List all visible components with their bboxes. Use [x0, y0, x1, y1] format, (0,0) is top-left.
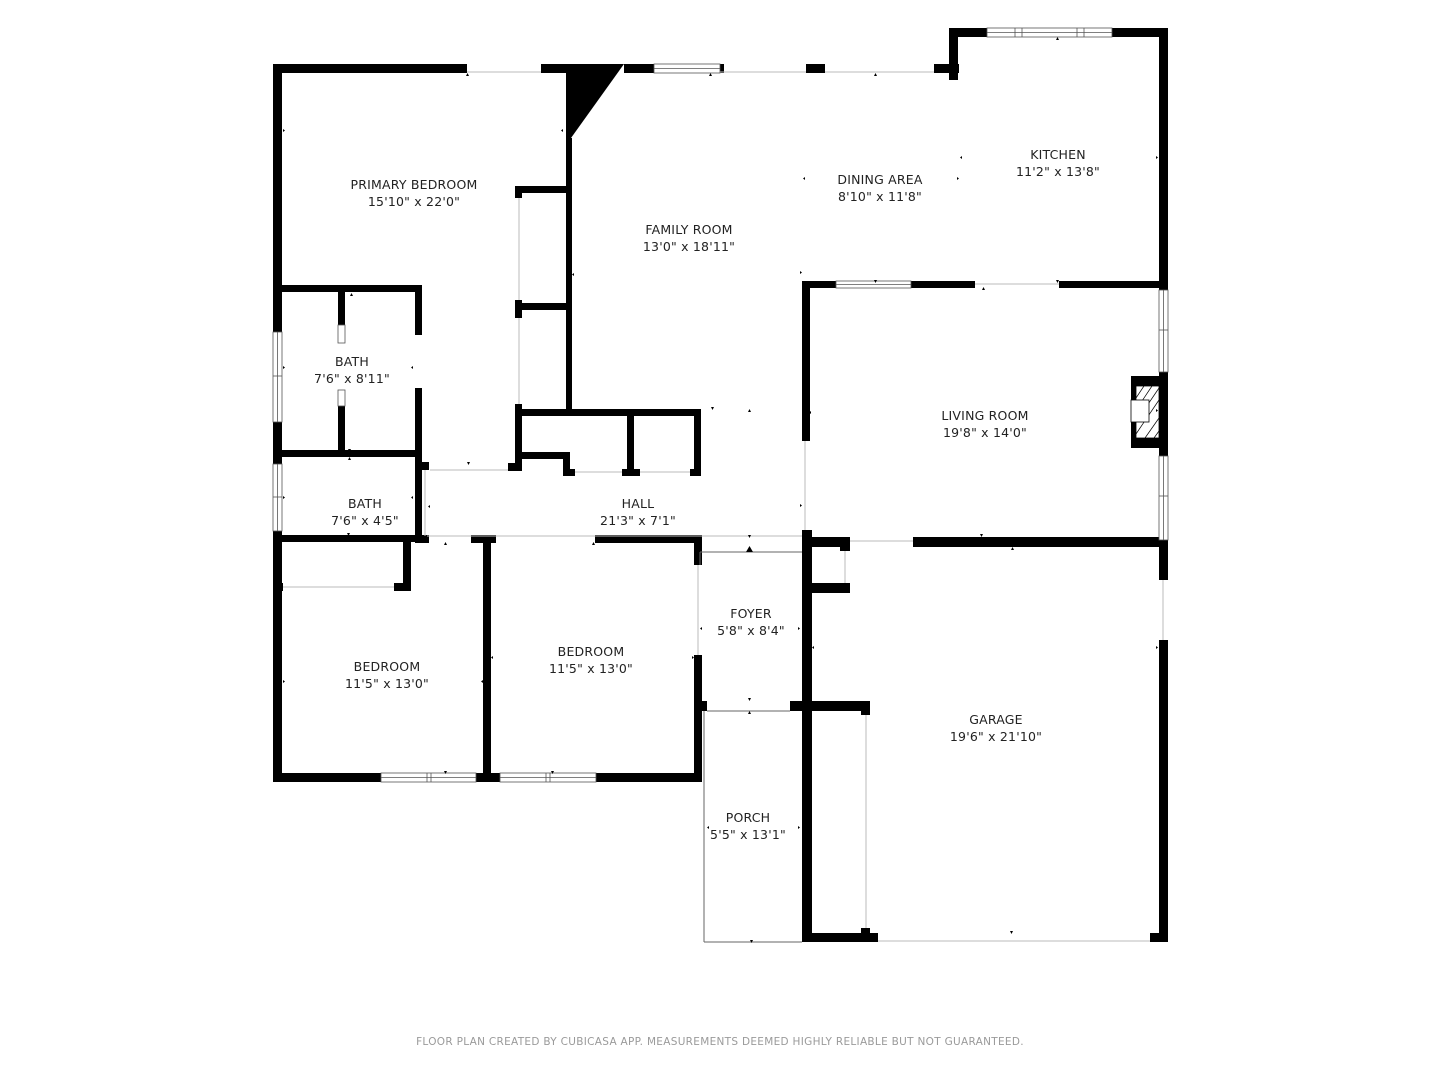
- room-dimensions: 19'6" x 21'10": [949, 729, 1043, 744]
- room-dimensions: 21'3" x 7'1": [600, 513, 676, 528]
- room-label-hall: HALL 21'3" x 7'1": [600, 495, 676, 529]
- room-name: PORCH: [725, 810, 771, 825]
- room-name: KITCHEN: [1030, 147, 1086, 162]
- openings: [283, 71, 1164, 942]
- walls: [273, 28, 1168, 942]
- room-dimensions: 5'5" x 13'1": [710, 827, 786, 842]
- room-name: BEDROOM: [557, 644, 625, 659]
- room-dimensions: 5'8" x 8'4": [717, 623, 785, 638]
- room-dimensions: 7'6" x 4'5": [331, 513, 399, 528]
- measurement-markers: [283, 37, 1158, 943]
- room-name: BATH: [334, 354, 369, 369]
- room-label-bedroom-right: BEDROOM 11'5" x 13'0": [549, 643, 633, 677]
- room-label-primary-bedroom: PRIMARY BEDROOM 15'10" x 22'0": [351, 176, 478, 210]
- room-label-family-room: FAMILY ROOM 13'0" x 18'11": [643, 221, 735, 255]
- room-dimensions: 11'5" x 13'0": [344, 676, 430, 691]
- room-dimensions: 11'5" x 13'0": [548, 661, 634, 676]
- room-name: BEDROOM: [353, 659, 421, 674]
- windows: [272, 27, 1169, 783]
- room-label-foyer: FOYER 5'8" x 8'4": [717, 605, 785, 639]
- room-label-porch: PORCH 5'5" x 13'1": [710, 809, 786, 843]
- room-name: BATH: [347, 496, 382, 511]
- room-dimensions: 19'8" x 14'0": [942, 425, 1028, 440]
- room-name: DINING AREA: [837, 172, 923, 187]
- room-name: GARAGE: [969, 712, 1023, 727]
- disclaimer-footer: FLOOR PLAN CREATED BY CUBICASA APP. MEAS…: [416, 1036, 1024, 1048]
- room-label-living-room: LIVING ROOM 19'8" x 14'0": [941, 407, 1028, 441]
- room-dimensions: 15'10" x 22'0": [367, 194, 461, 209]
- room-dimensions: 8'10" x 11'8": [837, 189, 923, 204]
- room-label-bath-lower: BATH 7'6" x 4'5": [331, 495, 399, 529]
- room-label-kitchen: KITCHEN 11'2" x 13'8": [1016, 146, 1100, 180]
- room-name: FAMILY ROOM: [645, 222, 733, 237]
- room-label-garage: GARAGE 19'6" x 21'10": [950, 711, 1042, 745]
- room-label-dining-area: DINING AREA 8'10" x 11'8": [837, 171, 922, 205]
- room-label-bedroom-left: BEDROOM 11'5" x 13'0": [345, 658, 429, 692]
- room-name: HALL: [621, 496, 655, 511]
- room-dimensions: 7'6" x 8'11": [314, 371, 390, 386]
- room-dimensions: 13'0" x 18'11": [642, 239, 736, 254]
- room-name: LIVING ROOM: [941, 408, 1029, 423]
- room-label-bath-upper: BATH 7'6" x 8'11": [314, 353, 390, 387]
- room-name: FOYER: [730, 606, 772, 621]
- room-dimensions: 11'2" x 13'8": [1015, 164, 1101, 179]
- room-name: PRIMARY BEDROOM: [350, 177, 478, 192]
- fireplace: [1130, 385, 1160, 439]
